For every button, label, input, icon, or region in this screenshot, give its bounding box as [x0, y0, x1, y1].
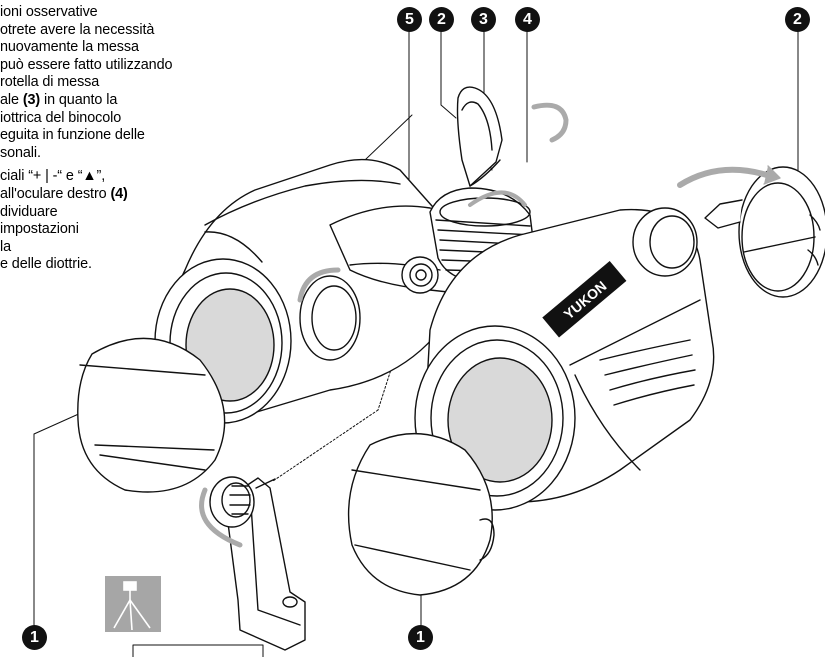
arrow-flip-cap — [531, 102, 569, 143]
callout-5-dioptre: 5 — [397, 7, 422, 32]
arrow-focus — [468, 190, 527, 207]
instruction-line: ioni osservative — [0, 4, 98, 20]
front-lens-cap-left — [77, 337, 226, 493]
instruction-line: nuovamente la messa — [0, 39, 139, 56]
instruction-line: rotella di messa — [0, 74, 100, 91]
eyecup-flip-cap — [456, 86, 503, 187]
arrow-dioptre — [297, 267, 341, 303]
rear-lens-cap — [704, 166, 825, 298]
instruction-line: sonali. — [0, 144, 41, 161]
arrow-cap-right — [677, 166, 773, 188]
callout-3-focus-wheel: 3 — [471, 7, 496, 32]
tripod-icon — [105, 576, 161, 632]
instruction-line: ciali “+ | -“ e “▲”, — [0, 168, 106, 185]
instruction-line: iottrica del binocolo — [0, 109, 122, 126]
instruction-line: impostazioni — [0, 221, 79, 238]
callout-2-rear-cap: 2 — [785, 7, 810, 32]
callout-2-eyecup-cap: 2 — [429, 7, 454, 32]
front-lens-cap-center — [347, 432, 495, 596]
instruction-line: otrete avere la necessità — [0, 21, 155, 38]
instruction-line: all'oculare destro (4) — [0, 185, 128, 202]
callout-1-front-cap-left: 1 — [22, 625, 47, 650]
instruction-line: la — [0, 238, 12, 255]
callout-1-front-cap-center: 1 — [408, 625, 433, 650]
arrow-knob — [199, 487, 243, 548]
left-eyepiece — [299, 275, 361, 361]
instruction-line: dividuare — [0, 203, 58, 220]
tripod-socket — [401, 256, 439, 294]
tripod-adapter-knob — [209, 476, 276, 528]
instruction-line: eguita in funzione delle — [0, 127, 145, 144]
instruction-line: ale (3) in quanto la — [0, 91, 118, 108]
callout-4-right-eyepiece: 4 — [515, 7, 540, 32]
instruction-text: ioni osservative otrete avere la necessi… — [0, 4, 230, 274]
instruction-line: può essere fatto utilizzando — [0, 56, 173, 73]
instruction-line: e delle diottrie. — [0, 256, 92, 273]
right-eyepiece — [632, 207, 698, 277]
